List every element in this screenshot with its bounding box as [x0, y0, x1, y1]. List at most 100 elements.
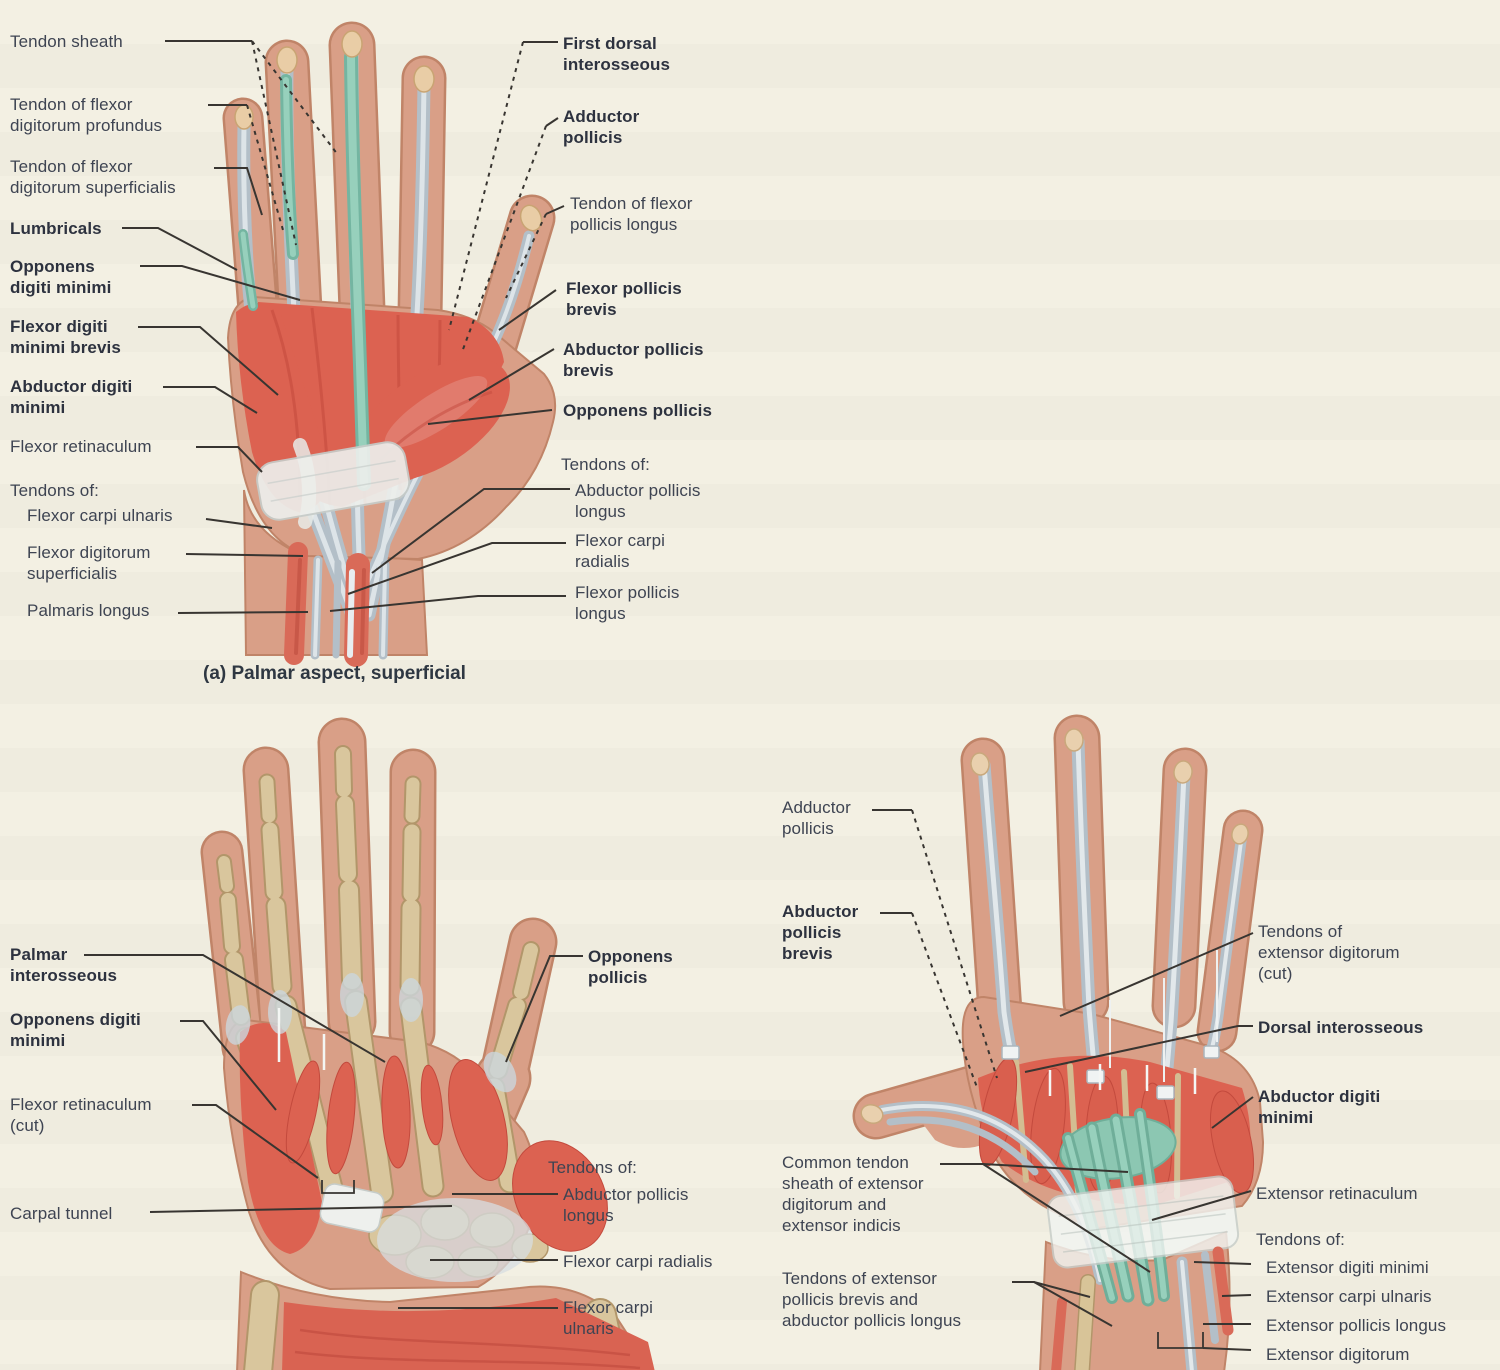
leader-line [468, 348, 555, 401]
leader-line [214, 167, 263, 216]
label-tendons-of-b: Tendons of: [548, 1158, 637, 1177]
forearm-muscle-band [282, 1298, 655, 1370]
leader-line [140, 265, 301, 301]
label-extensor-carpi-ulnaris: Extensor carpi ulnaris [1266, 1287, 1432, 1306]
label-flexor-carpi-ulnaris-b: Flexor carpi ulnaris [563, 1298, 654, 1338]
pointer-ticks-c [1048, 950, 1218, 1096]
label-tendons-of-a-right: Tendons of: [561, 455, 650, 474]
leader-line [427, 409, 553, 425]
leader-line [138, 326, 279, 396]
label-carpal-tunnel: Carpal tunnel [10, 1204, 113, 1223]
label-flexor-retinaculum-cut: Flexor retinaculum (cut) [10, 1095, 152, 1135]
label-flexor-digitorum-superficialis-a: Flexor digitorum superficialis [27, 543, 151, 583]
hand-a-palmar-superficial [222, 21, 557, 667]
leader-line [192, 1104, 319, 1179]
leader-line [1211, 1096, 1254, 1129]
forearm-detail-a [284, 542, 390, 667]
hand-b-palmar-deep [200, 717, 655, 1370]
label-flexor-carpi-radialis-b: Flexor carpi radialis [563, 1252, 713, 1271]
label-flexor-pollicis-brevis: Flexor pollicis brevis [566, 279, 682, 319]
label-tendon-flexor-digitorum-superficialis: Tendon of flexor digitorum superficialis [10, 157, 176, 197]
leader-line [1024, 1025, 1253, 1073]
leader-line [205, 518, 273, 529]
label-opponens-pollicis-b: Opponens pollicis [588, 947, 673, 987]
label-opponens-digiti-minimi-b: Opponens digiti minimi [10, 1010, 141, 1050]
leader-line [347, 542, 566, 595]
leader-line [196, 446, 263, 473]
leader-line [1221, 1294, 1252, 1297]
flexor-retinaculum-band [256, 438, 411, 529]
leader-line [461, 125, 547, 353]
label-adductor-pollicis-c: Adductor pollicis [782, 798, 851, 838]
leader-line [180, 1020, 277, 1111]
leader-line [545, 117, 559, 127]
cut-tendon-stubs [1001, 1045, 1220, 1100]
label-palmaris-longus: Palmaris longus [27, 601, 150, 620]
fingernails-c [860, 728, 1249, 1125]
leader-line [163, 386, 258, 414]
hand-c-dorsal [852, 714, 1265, 1370]
leader-line [246, 104, 284, 231]
leader-line [911, 809, 998, 1079]
label-tendons-of-a-left: Tendons of: [10, 481, 99, 500]
label-abductor-pollicis-longus-b: Abductor pollicis longus [563, 1185, 689, 1225]
label-opponens-digiti-minimi-a: Opponens digiti minimi [10, 257, 112, 297]
bracket-extensor-digitorum [1157, 1332, 1204, 1349]
label-abductor-pollicis-longus-a: Abductor pollicis longus [575, 481, 701, 521]
leader-line [149, 1205, 453, 1213]
hand-b-muscles [239, 1023, 655, 1370]
leader-line [1059, 932, 1254, 1017]
leader-line [329, 595, 566, 612]
leader-line [371, 488, 570, 574]
label-flexor-carpi-ulnaris-a: Flexor carpi ulnaris [27, 506, 173, 525]
label-common-tendon-sheath: Common tendon sheath of extensor digitor… [782, 1153, 924, 1235]
leader-line [982, 1163, 1151, 1273]
leader-line [498, 289, 557, 331]
label-tendon-flexor-digitorum-profundus: Tendon of flexor digitorum profundus [10, 95, 163, 135]
leader-line [1202, 1347, 1252, 1351]
label-tendons-extensor-digitorum-cut: Tendons of extensor digitorum (cut) [1258, 922, 1400, 983]
leader-line [1151, 1190, 1252, 1221]
leader-line [177, 611, 309, 614]
label-flexor-retinaculum-a: Flexor retinaculum [10, 437, 152, 456]
leader-line [84, 954, 386, 1063]
label-flexor-digiti-minimi-brevis: Flexor digiti minimi brevis [10, 317, 121, 357]
label-opponens-pollicis-a: Opponens pollicis [563, 401, 713, 420]
leader-lines [84, 40, 1254, 1351]
label-abductor-pollicis-brevis-c: Abductor pollicis brevis [782, 902, 859, 963]
label-tendon-flexor-pollicis-longus: Tendon of flexor pollicis longus [570, 194, 693, 234]
extensor-retinaculum-band [1046, 1175, 1240, 1269]
pointer-ticks-b [277, 1008, 326, 1070]
label-first-dorsal-interosseous: First dorsal interosseous [563, 34, 671, 74]
label-tendon-sheath: Tendon sheath [10, 32, 123, 51]
label-abductor-digiti-minimi-c: Abductor digiti minimi [1258, 1087, 1381, 1127]
leader-line [1193, 1261, 1252, 1265]
leader-line [251, 40, 339, 156]
label-palmar-interosseous: Palmar interosseous [10, 945, 118, 985]
opponens-pollicis-muscle [512, 1140, 608, 1252]
label-abductor-digiti-minimi-a: Abductor digiti minimi [10, 377, 133, 417]
label-dorsal-interosseous: Dorsal interosseous [1258, 1018, 1424, 1037]
leader-line [545, 205, 565, 215]
label-adductor-pollicis-a: Adductor pollicis [563, 107, 640, 147]
label-lumbricals: Lumbricals [10, 219, 102, 238]
leader-line [505, 955, 583, 1063]
label-extensor-pollicis-longus: Extensor pollicis longus [1266, 1316, 1447, 1335]
bracket-retinaculum-cut [321, 1180, 355, 1194]
label-flexor-carpi-radialis-a: Flexor carpi radialis [575, 531, 666, 571]
label-tendons-of-c: Tendons of: [1256, 1230, 1345, 1249]
label-abductor-pollicis-brevis-a: Abductor pollicis brevis [563, 340, 704, 380]
figure-a-caption: (a) Palmar aspect, superficial [203, 663, 466, 684]
label-flexor-pollicis-longus-a: Flexor pollicis longus [575, 583, 680, 623]
leader-line [505, 213, 547, 299]
label-tendons-epb-apl: Tendons of extensor pollicis brevis and … [782, 1269, 962, 1330]
leader-line [185, 553, 304, 557]
leader-line [122, 227, 238, 271]
leader-line [1033, 1281, 1113, 1327]
label-extensor-digiti-minimi: Extensor digiti minimi [1266, 1258, 1429, 1277]
label-extensor-digitorum: Extensor digitorum [1266, 1345, 1410, 1364]
label-extensor-retinaculum: Extensor retinaculum [1256, 1184, 1418, 1203]
extensor-tendons-c [977, 735, 1248, 1095]
